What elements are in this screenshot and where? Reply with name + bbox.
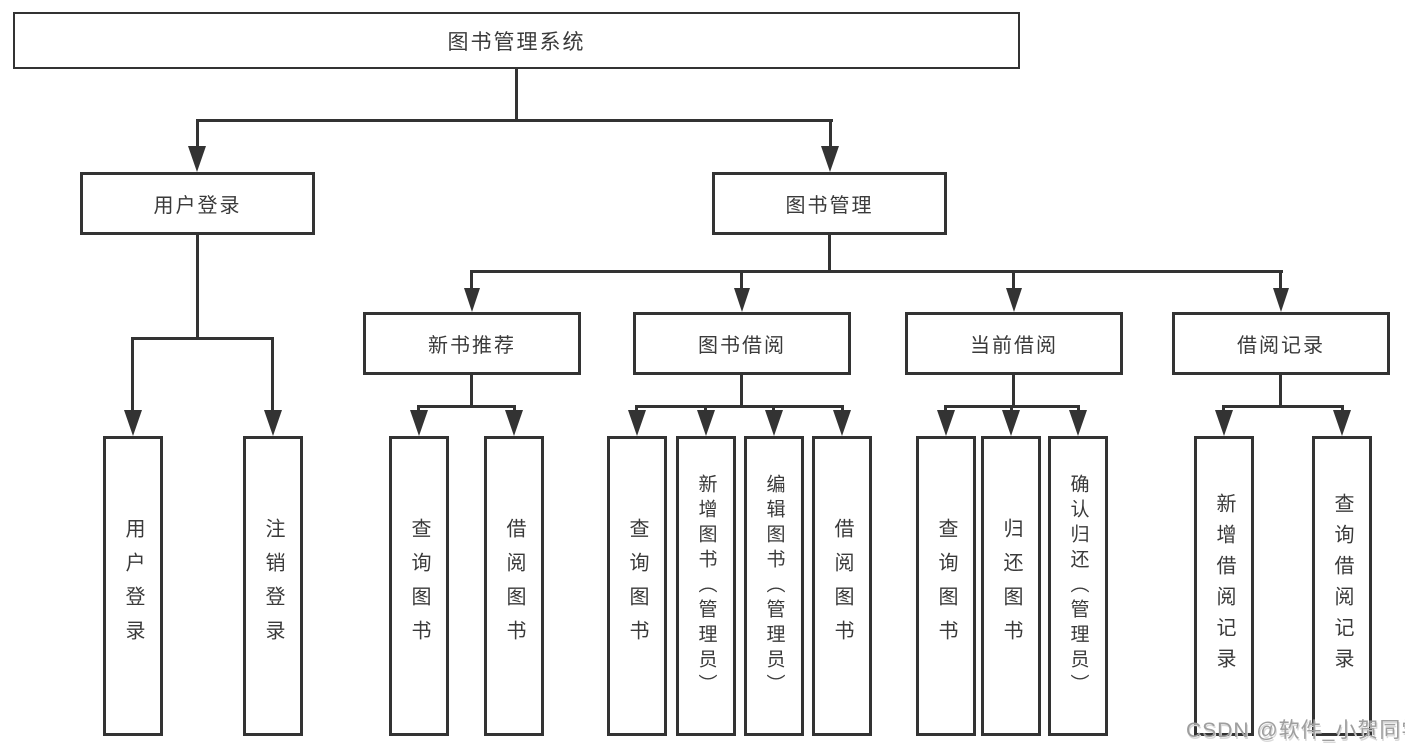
connector-line	[828, 235, 831, 273]
node-current-borrowing: 当前借阅	[905, 312, 1123, 375]
arrow-down-icon	[765, 410, 783, 436]
connector-line	[271, 337, 274, 413]
arrow-down-icon	[833, 410, 851, 436]
connector-line	[196, 235, 199, 339]
connector-line	[196, 119, 199, 149]
leaf-query-borrow-record: 查询借阅记录	[1312, 436, 1372, 736]
node-book-borrowing: 图书借阅	[633, 312, 851, 375]
connector-line	[829, 119, 832, 149]
leaf-logout-login: 注销登录	[243, 436, 303, 736]
connector-line	[1012, 270, 1015, 290]
leaf-add-books-admin: 新增图书（管理员）	[676, 436, 736, 736]
connector-line	[131, 337, 134, 413]
arrow-down-icon	[1273, 288, 1289, 312]
connector-line	[131, 337, 274, 340]
arrow-down-icon	[1215, 410, 1233, 436]
leaf-query-books-borrow: 查询图书	[607, 436, 667, 736]
arrow-down-icon	[188, 146, 206, 172]
arrow-down-icon	[697, 410, 715, 436]
connector-line	[515, 69, 518, 121]
leaf-edit-books-admin: 编辑图书（管理员）	[744, 436, 804, 736]
leaf-query-books-current: 查询图书	[916, 436, 976, 736]
leaf-query-books-recommend: 查询图书	[389, 436, 449, 736]
leaf-add-borrow-record: 新增借阅记录	[1194, 436, 1254, 736]
connector-line	[417, 405, 516, 408]
arrow-down-icon	[124, 410, 142, 436]
leaf-return-books: 归还图书	[981, 436, 1041, 736]
connector-line	[1012, 375, 1015, 407]
connector-line	[1279, 270, 1282, 290]
arrow-down-icon	[734, 288, 750, 312]
arrow-down-icon	[464, 288, 480, 312]
arrow-down-icon	[821, 146, 839, 172]
node-new-book-recommendation: 新书推荐	[363, 312, 581, 375]
connector-line	[740, 270, 743, 290]
connector-line	[1279, 375, 1282, 407]
connector-line	[470, 375, 473, 407]
watermark: CSDN @软件_小贺同学	[1186, 719, 1405, 742]
leaf-borrow-books-recommend: 借阅图书	[484, 436, 544, 736]
connector-line	[740, 375, 743, 407]
leaf-user-login: 用户登录	[103, 436, 163, 736]
arrow-down-icon	[1002, 410, 1020, 436]
node-borrowing-records: 借阅记录	[1172, 312, 1390, 375]
node-user-login: 用户登录	[80, 172, 315, 235]
node-library-management-system: 图书管理系统	[13, 12, 1020, 69]
connector-line	[470, 270, 1283, 273]
arrow-down-icon	[410, 410, 428, 436]
arrow-down-icon	[264, 410, 282, 436]
arrow-down-icon	[1069, 410, 1087, 436]
connector-line	[470, 270, 473, 290]
arrow-down-icon	[1333, 410, 1351, 436]
connector-line	[196, 119, 833, 122]
arrow-down-icon	[505, 410, 523, 436]
leaf-confirm-return-admin: 确认归还（管理员）	[1048, 436, 1108, 736]
arrow-down-icon	[1006, 288, 1022, 312]
arrow-down-icon	[628, 410, 646, 436]
arrow-down-icon	[937, 410, 955, 436]
connector-line	[1222, 405, 1344, 408]
node-book-management: 图书管理	[712, 172, 947, 235]
leaf-borrow-books-borrow: 借阅图书	[812, 436, 872, 736]
connector-line	[635, 405, 844, 408]
